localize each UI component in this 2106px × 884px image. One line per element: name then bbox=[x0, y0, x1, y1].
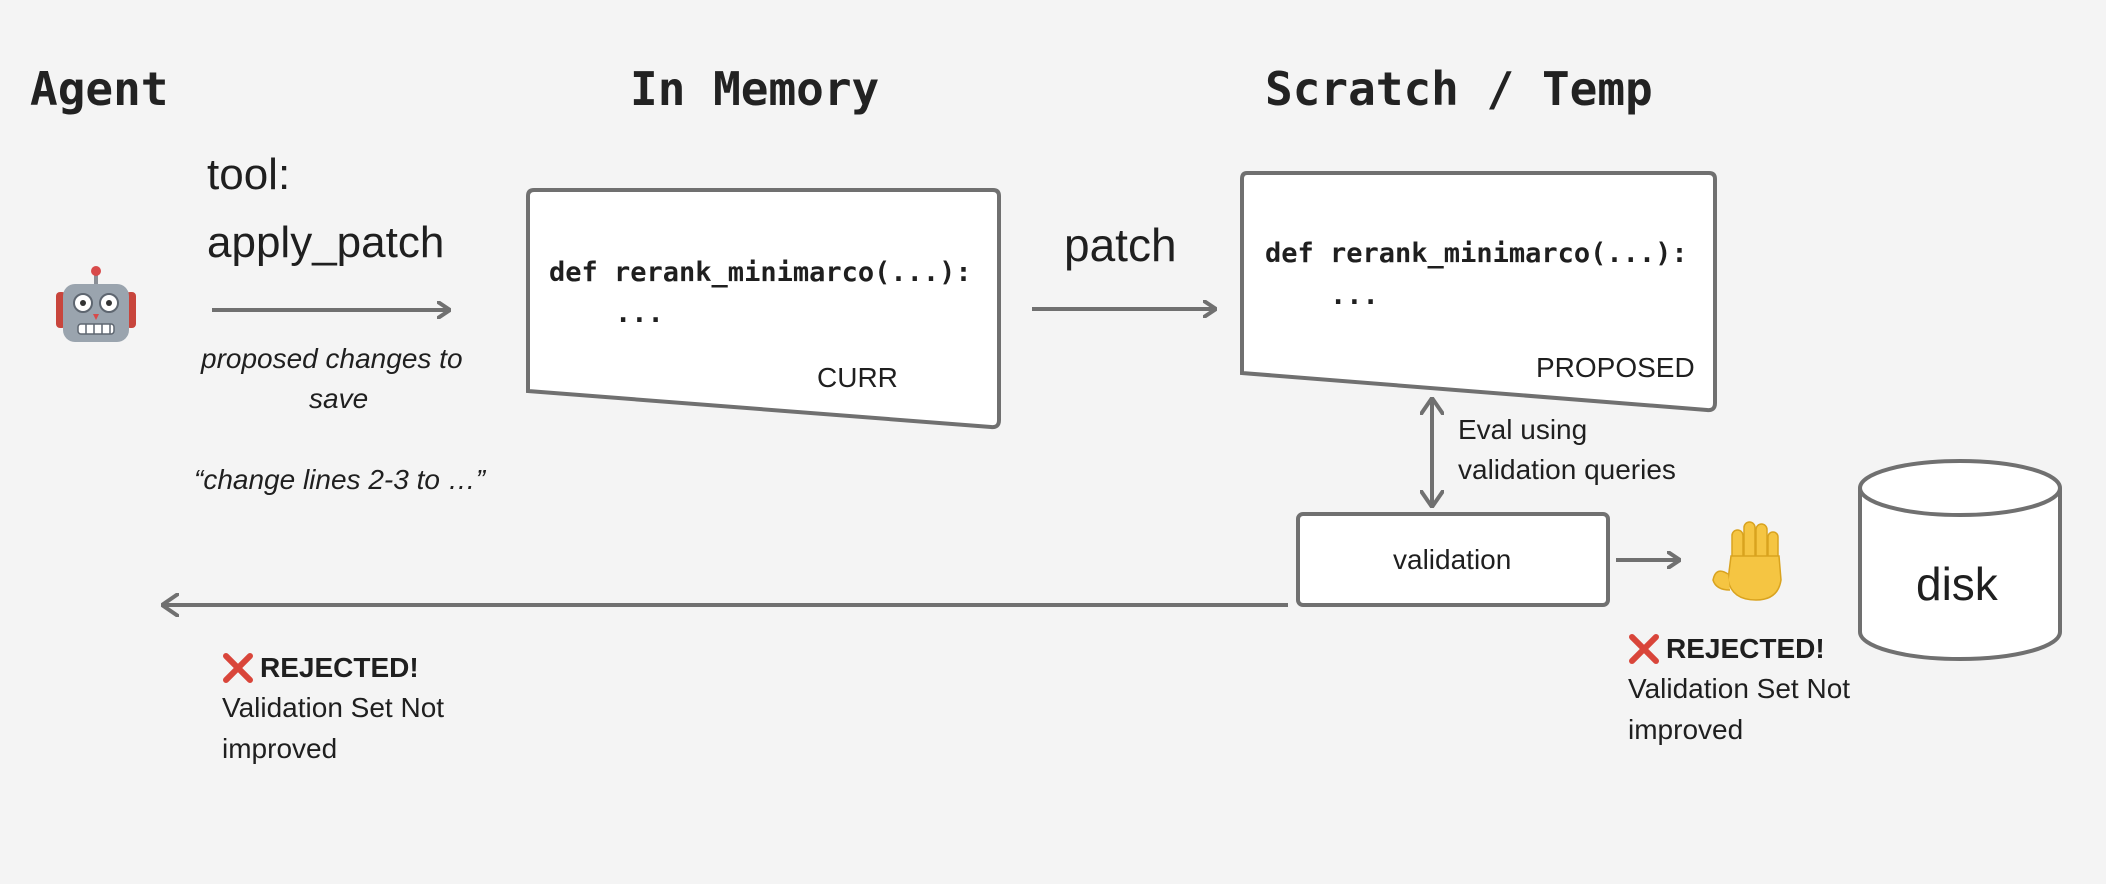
disk-label: disk bbox=[1916, 558, 1998, 610]
proposed-box bbox=[1240, 171, 1717, 413]
agent-header: Agent bbox=[30, 62, 169, 116]
tool-example: “change lines 2-3 to …” bbox=[194, 464, 486, 495]
proposed-code-line1: def rerank_minimarco(...): bbox=[1265, 238, 1688, 269]
tool-name: apply_patch bbox=[207, 218, 445, 267]
proposed-label: PROPOSED bbox=[1536, 352, 1695, 383]
curr-label: CURR bbox=[817, 362, 898, 393]
validation-label: validation bbox=[1393, 544, 1512, 575]
disk-cylinder bbox=[1858, 459, 2062, 661]
rejected-right-line2: improved bbox=[1628, 714, 1744, 745]
tool-label: tool: bbox=[207, 150, 291, 199]
raised-hand-icon bbox=[1712, 521, 1782, 601]
validation-box bbox=[1296, 512, 1610, 607]
in-memory-header: In Memory bbox=[630, 62, 880, 116]
rejected-left-title: REJECTED! bbox=[260, 652, 419, 683]
rejected-left-line1: Validation Set Not bbox=[222, 692, 445, 723]
proposed-code-line2: ... bbox=[1330, 280, 1379, 311]
scratch-temp-header: Scratch / Temp bbox=[1265, 62, 1653, 116]
eval-text-line1: Eval using bbox=[1458, 414, 1588, 445]
eval-text-line2: validation queries bbox=[1458, 454, 1676, 485]
rejected-right-line1: Validation Set Not bbox=[1628, 673, 1851, 704]
tool-description-line2: save bbox=[309, 383, 369, 414]
tool-description-line1: proposed changes to bbox=[201, 343, 463, 374]
rejected-right-title: REJECTED! bbox=[1666, 633, 1825, 664]
patch-label: patch bbox=[1064, 219, 1177, 271]
curr-code-line1: def rerank_minimarco(...): bbox=[549, 257, 972, 288]
cross-mark-icon bbox=[223, 653, 253, 683]
rejected-left-line2: improved bbox=[222, 733, 338, 764]
curr-box bbox=[526, 188, 1001, 430]
robot-icon bbox=[56, 266, 136, 342]
cross-mark-icon bbox=[1629, 634, 1659, 664]
curr-code-line2: ... bbox=[615, 298, 664, 329]
